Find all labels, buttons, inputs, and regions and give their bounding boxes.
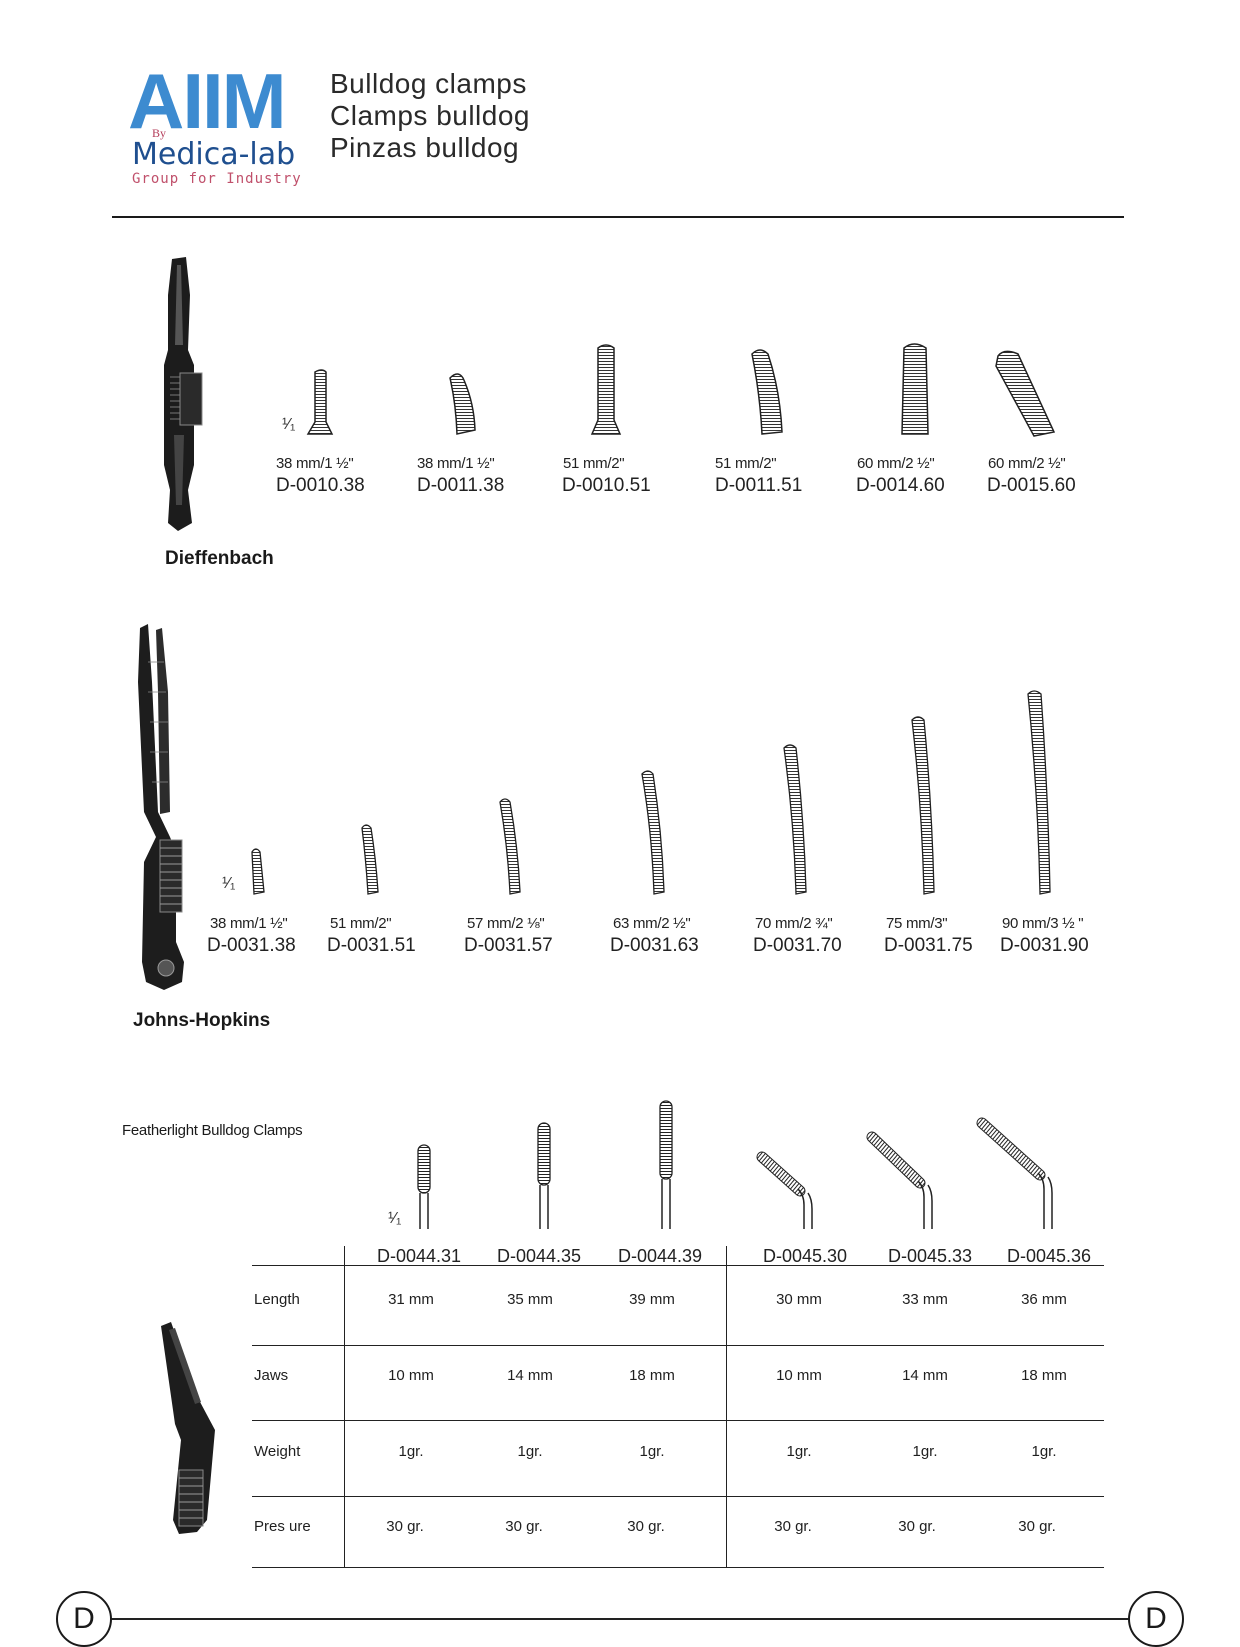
table-cell: 30 gr. bbox=[505, 1518, 543, 1535]
product-code: D-0011.51 bbox=[715, 475, 803, 496]
size-label: 90 mm/3 ½ " bbox=[1002, 915, 1084, 932]
scale-indicator: ¹⁄₁ bbox=[282, 416, 296, 433]
product-code: D-0031.51 bbox=[327, 935, 416, 956]
table-cell: 31 mm bbox=[388, 1291, 434, 1308]
section-name-dieffenbach: Dieffenbach bbox=[165, 548, 274, 569]
table-cell: 18 mm bbox=[629, 1367, 675, 1384]
logo-wordmark: AIIM bbox=[128, 57, 287, 145]
product-code: D-0010.38 bbox=[276, 475, 365, 496]
logo-by: By bbox=[152, 126, 167, 140]
logo-tagline: Group for Industry bbox=[132, 171, 302, 187]
size-label: 51 mm/2" bbox=[715, 455, 777, 472]
size-label: 57 mm/2 ⅛" bbox=[467, 915, 545, 932]
table-row-label: Length bbox=[254, 1291, 300, 1308]
size-label: 38 mm/1 ½" bbox=[276, 455, 354, 472]
table-group-divider bbox=[726, 1246, 727, 1568]
dieffenbach-jaw-drawings bbox=[306, 343, 1056, 437]
featherlight-clamp-image bbox=[161, 1322, 215, 1534]
jaw-d001038 bbox=[306, 369, 334, 435]
product-code: D-0014.60 bbox=[856, 475, 945, 496]
table-row-label: Pres ure bbox=[254, 1518, 311, 1535]
table-cell: 14 mm bbox=[902, 1367, 948, 1384]
footer-rule bbox=[110, 1618, 1130, 1620]
product-code: D-0031.75 bbox=[884, 935, 973, 956]
table-rule-bottom bbox=[252, 1567, 1104, 1568]
section-title-featherlight: Featherlight Bulldog Clamps bbox=[122, 1122, 303, 1139]
product-code: D-0010.51 bbox=[562, 475, 651, 496]
scale-indicator: ¹⁄₁ bbox=[222, 875, 236, 892]
size-label: 63 mm/2 ½" bbox=[613, 915, 691, 932]
table-cell: 30 gr. bbox=[386, 1518, 424, 1535]
footer-section-badge-left: D bbox=[56, 1591, 112, 1647]
table-cell: 1gr. bbox=[517, 1443, 543, 1460]
table-header-code: D-0044.35 bbox=[496, 1246, 582, 1266]
table-cell: 30 gr. bbox=[1018, 1518, 1056, 1535]
jaw-d001560 bbox=[995, 350, 1056, 437]
table-header-code: D-0045.30 bbox=[762, 1246, 848, 1266]
footer-section-badge-right: D bbox=[1128, 1591, 1184, 1647]
featherlight-jaw-drawings bbox=[417, 1100, 1053, 1229]
section-name-johns-hopkins: Johns-Hopkins bbox=[133, 1010, 271, 1031]
jaw-d001138 bbox=[449, 373, 476, 435]
scale-indicator: ¹⁄₁ bbox=[388, 1210, 402, 1227]
size-label: 60 mm/2 ½" bbox=[988, 455, 1066, 472]
product-code: D-0031.57 bbox=[464, 935, 553, 956]
table-header-code: D-0044.39 bbox=[617, 1246, 703, 1266]
johns-hopkins-clamp-image bbox=[138, 624, 184, 990]
size-label: 51 mm/2" bbox=[563, 455, 625, 472]
table-rule bbox=[252, 1420, 1104, 1421]
page-title-fr: Clamps bulldog bbox=[330, 100, 530, 131]
table-row-label: Weight bbox=[254, 1443, 301, 1460]
product-code: D-0015.60 bbox=[987, 475, 1076, 496]
table-col-divider bbox=[344, 1246, 345, 1568]
johns-hopkins-jaw-drawings bbox=[251, 690, 1051, 895]
footer-section-letter: D bbox=[1145, 1602, 1167, 1635]
jaw-d001051 bbox=[590, 344, 622, 435]
table-cell: 14 mm bbox=[507, 1367, 553, 1384]
table-cell: 30 gr. bbox=[774, 1518, 812, 1535]
table-cell: 39 mm bbox=[629, 1291, 675, 1308]
table-cell: 30 gr. bbox=[627, 1518, 665, 1535]
page-title-es: Pinzas bulldog bbox=[330, 132, 520, 163]
table-header-code: D-0045.33 bbox=[887, 1246, 973, 1266]
table-cell: 33 mm bbox=[902, 1291, 948, 1308]
jaw-d001460 bbox=[901, 343, 929, 435]
table-cell: 30 mm bbox=[776, 1291, 822, 1308]
table-cell: 35 mm bbox=[507, 1291, 553, 1308]
size-label: 70 mm/2 ¾" bbox=[755, 915, 833, 932]
product-code: D-0011.38 bbox=[417, 475, 505, 496]
footer-section-letter: D bbox=[73, 1602, 95, 1635]
table-cell: 18 mm bbox=[1021, 1367, 1067, 1384]
jaw-d001151 bbox=[751, 349, 783, 435]
table-cell: 1gr. bbox=[639, 1443, 665, 1460]
table-cell: 10 mm bbox=[776, 1367, 822, 1384]
dieffenbach-clamp-image bbox=[164, 257, 203, 531]
product-code: D-0031.90 bbox=[1000, 935, 1089, 956]
table-header-code: D-0044.31 bbox=[376, 1246, 462, 1266]
table-rule bbox=[252, 1345, 1104, 1346]
header-divider bbox=[112, 216, 1124, 218]
size-label: 38 mm/1 ½" bbox=[417, 455, 495, 472]
table-cell: 1gr. bbox=[786, 1443, 812, 1460]
product-code: D-0031.70 bbox=[753, 935, 842, 956]
table-cell: 36 mm bbox=[1021, 1291, 1067, 1308]
table-rule bbox=[252, 1496, 1104, 1497]
page-title-en: Bulldog clamps bbox=[330, 68, 527, 99]
logo-subtitle: Medica-lab bbox=[132, 137, 296, 172]
size-label: 75 mm/3" bbox=[886, 915, 948, 932]
table-rule-top bbox=[252, 1265, 1104, 1266]
table-cell: 1gr. bbox=[398, 1443, 424, 1460]
size-label: 60 mm/2 ½" bbox=[857, 455, 935, 472]
size-label: 51 mm/2" bbox=[330, 915, 392, 932]
product-code: D-0031.38 bbox=[207, 935, 296, 956]
table-row-label: Jaws bbox=[254, 1367, 289, 1384]
size-label: 38 mm/1 ½" bbox=[210, 915, 288, 932]
table-cell: 1gr. bbox=[1031, 1443, 1057, 1460]
product-code: D-0031.63 bbox=[610, 935, 699, 956]
table-cell: 10 mm bbox=[388, 1367, 434, 1384]
table-cell: 1gr. bbox=[912, 1443, 938, 1460]
table-header-code: D-0045.36 bbox=[1006, 1246, 1092, 1266]
table-cell: 30 gr. bbox=[898, 1518, 936, 1535]
